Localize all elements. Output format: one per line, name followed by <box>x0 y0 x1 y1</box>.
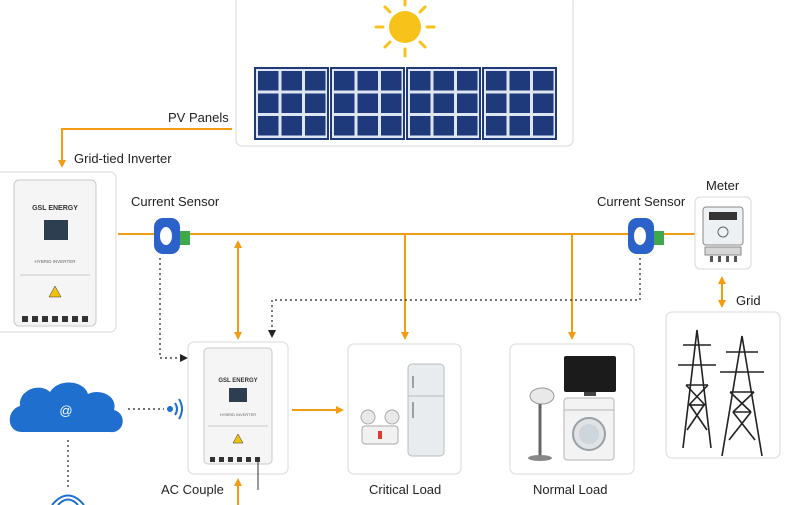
current-sensor-left-label: Current Sensor <box>131 194 220 209</box>
current-sensor-right <box>628 218 664 254</box>
solar-cell <box>281 116 302 136</box>
solar-cell <box>334 71 355 91</box>
tv-icon <box>564 356 616 396</box>
solar-cell <box>509 116 530 136</box>
lamp-icon <box>528 387 555 461</box>
current-sensor-left <box>154 218 190 254</box>
washing-machine-icon <box>563 397 615 461</box>
solar-cell <box>433 116 454 136</box>
solar-cell <box>258 93 279 113</box>
solar-cell <box>533 116 554 136</box>
meter-icon <box>694 196 752 270</box>
solar-cell <box>486 71 507 91</box>
refrigerator-icon <box>407 363 445 457</box>
solar-cell <box>305 71 326 91</box>
grid-label: Grid <box>736 293 761 308</box>
solar-cell <box>410 93 431 113</box>
grid-tied-inverter-label: Grid-tied Inverter <box>74 151 172 166</box>
solar-cell <box>509 71 530 91</box>
signal-lines <box>67 258 641 490</box>
solar-cell <box>457 116 478 136</box>
solar-cell <box>486 93 507 113</box>
solar-cell <box>305 93 326 113</box>
solar-cell <box>281 71 302 91</box>
critical-load-box <box>347 343 462 475</box>
solar-cell <box>410 116 431 136</box>
solar-cell <box>357 93 378 113</box>
normal-load-box <box>509 343 635 475</box>
sun-icon <box>374 0 436 58</box>
solar-cell <box>357 116 378 136</box>
solar-panel-icon <box>254 67 557 140</box>
solar-cell <box>533 71 554 91</box>
power-tower-icon <box>665 311 781 459</box>
cloud-symbol: @ <box>59 403 72 418</box>
normal-load-label: Normal Load <box>533 482 608 497</box>
warning-icon <box>48 285 62 298</box>
wifi-icon <box>167 398 183 420</box>
solar-cell <box>509 93 530 113</box>
solar-cell <box>357 71 378 91</box>
solar-cell <box>381 71 402 91</box>
solar-cell <box>281 93 302 113</box>
solar-cell <box>334 116 355 136</box>
solar-cell <box>410 71 431 91</box>
ac-inverter-brand-text: GSL ENERGY <box>218 378 257 384</box>
inverter-model-text: HYBRID INVERTER <box>35 259 77 264</box>
warning-icon <box>232 433 244 444</box>
ac-inverter-model-text: HYBRID INVERTER <box>220 412 256 417</box>
solar-cell <box>457 71 478 91</box>
solar-cell <box>457 93 478 113</box>
solar-cell <box>486 116 507 136</box>
pv-panels-label: PV Panels <box>168 110 229 125</box>
solar-cell <box>381 93 402 113</box>
critical-load-label: Critical Load <box>369 482 442 497</box>
ac-couple-label: AC Couple <box>161 482 224 497</box>
emergency-light-icon <box>360 409 400 445</box>
ac-couple-inverter: GSL ENERGY HYBRID INVERTER <box>187 341 289 490</box>
inverter-brand-text: GSL ENERGY <box>32 205 78 212</box>
solar-cell <box>305 116 326 136</box>
solar-cell <box>381 116 402 136</box>
solar-cell <box>533 93 554 113</box>
current-sensor-right-label: Current Sensor <box>597 194 686 209</box>
cloud-icon: @ <box>9 382 123 433</box>
solar-cell <box>258 71 279 91</box>
grid-tied-inverter: GSL ENERGY HYBRID INVERTER <box>0 171 117 333</box>
solar-cell <box>258 116 279 136</box>
wifi-icon-bottom <box>51 494 85 505</box>
meter-label: Meter <box>706 178 740 193</box>
solar-cell <box>433 71 454 91</box>
solar-cell <box>433 93 454 113</box>
power-lines <box>58 128 726 505</box>
solar-cell <box>334 93 355 113</box>
